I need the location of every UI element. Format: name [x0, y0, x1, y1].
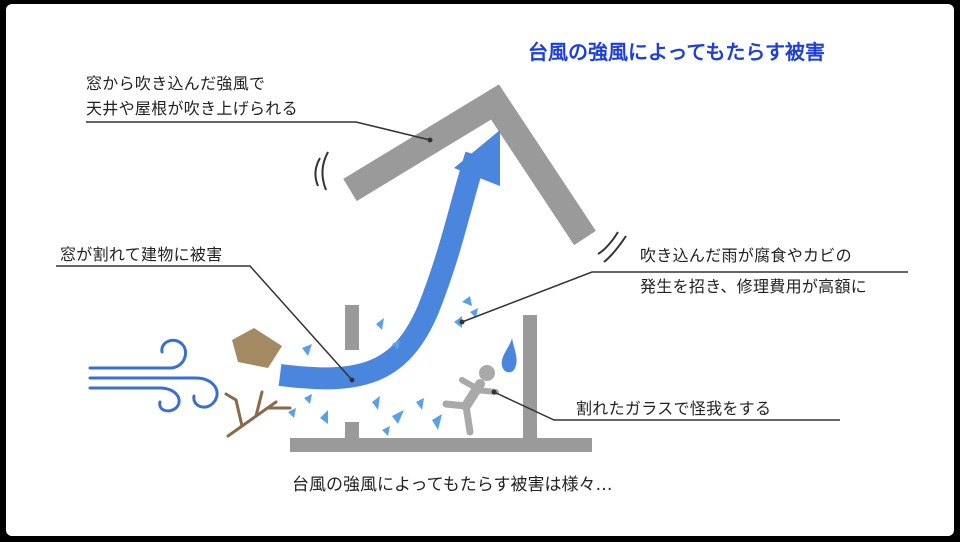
flying-board-icon: [232, 328, 282, 368]
window-damage-callout: 窓が割れて建物に被害: [60, 242, 223, 267]
glass-callout-text: 割れたガラスで怪我をする: [576, 399, 772, 418]
roof-vibration-left: [314, 151, 329, 191]
wind-arrow: [278, 130, 500, 390]
falling-person-icon: [442, 365, 499, 436]
glass-injury-callout: 割れたガラスで怪我をする: [576, 396, 771, 421]
diagram-title: 台風の強風によってもたらす被害: [528, 40, 825, 64]
rain-callout-line-1: 吹き込んだ雨が腐食やカビの: [640, 246, 852, 265]
floor: [290, 438, 592, 452]
callout-lines: [56, 121, 908, 421]
roof-callout-line: [86, 121, 431, 141]
water-drop-icon: [501, 338, 517, 373]
roof-callout-line-1: 窓から吹き込んだ強風で: [86, 74, 266, 93]
left-wall-upper: [345, 305, 359, 350]
roof-callout-line-2: 天井や屋根が吹き上げられる: [86, 99, 298, 118]
subtitle-caption: 台風の強風によってもたらす被害は様々…: [292, 475, 613, 495]
house-structure: [290, 305, 592, 452]
window-callout-text: 窓が割れて建物に被害: [60, 245, 223, 264]
roof: [343, 84, 596, 246]
wind-gust-icon: [88, 338, 219, 413]
rain-damage-callout: 吹き込んだ雨が腐食やカビの 発生を招き、修理費用が高額に: [640, 243, 867, 299]
glass-callout-line: [493, 391, 840, 421]
roof-damage-callout: 窓から吹き込んだ強風で 天井や屋根が吹き上げられる: [86, 71, 298, 121]
rain-callout-line-2: 発生を招き、修理費用が高額に: [640, 277, 868, 296]
right-wall: [523, 315, 537, 445]
roof-vibration-right: [597, 231, 627, 263]
branch-icon: [224, 390, 292, 438]
window-callout-line: [56, 265, 353, 381]
glass-shards: [288, 296, 478, 436]
rain-callout-line: [461, 271, 908, 323]
